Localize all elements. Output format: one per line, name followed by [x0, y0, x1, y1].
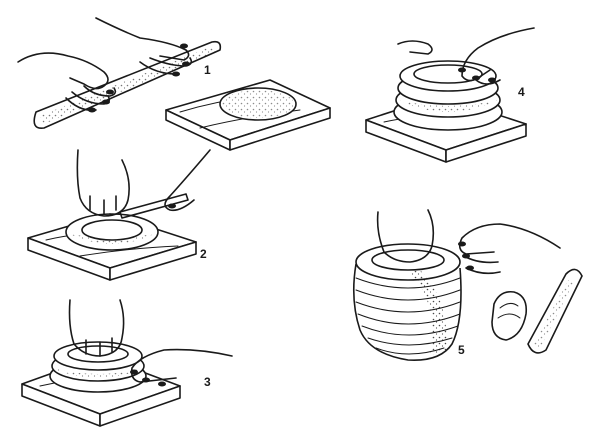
step-label-4: 4 [518, 85, 525, 99]
left-hand-5 [376, 209, 435, 263]
rib-tool [491, 290, 528, 341]
right-hand-5 [458, 223, 561, 255]
left-hand-4 [397, 40, 433, 55]
left-hand-1 [17, 52, 109, 90]
step-5-vessel: 5 [352, 209, 583, 361]
step-2-first-coil: 2 [27, 149, 211, 281]
left-hand-2 [76, 149, 130, 217]
step-label-1: 1 [204, 63, 211, 77]
right-hand-2 [164, 149, 211, 212]
right-hand-4 [461, 27, 535, 82]
step-label-5: 5 [458, 343, 465, 357]
step-1-rolling: 1 [17, 17, 331, 151]
right-hand-1 [95, 17, 190, 61]
step-label-3: 3 [204, 375, 211, 389]
step-4-coil-wall: 4 [365, 27, 535, 163]
right-hand-3 [130, 348, 233, 383]
smoothing-tool [119, 193, 189, 219]
step-label-2: 2 [200, 247, 207, 261]
rolling-coil [33, 40, 222, 129]
step-3-building: 3 [21, 299, 233, 427]
